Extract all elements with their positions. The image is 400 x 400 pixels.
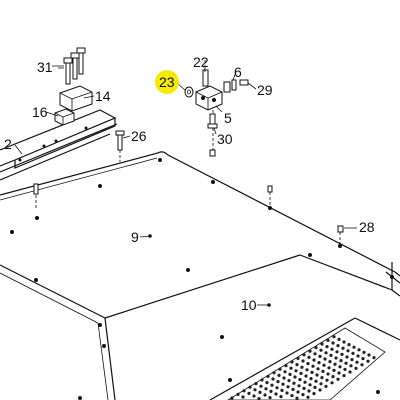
highlight-marker xyxy=(155,70,179,94)
clamp-block-5 xyxy=(195,85,223,111)
callout-6: 6 xyxy=(234,64,242,80)
pin-6 xyxy=(223,79,237,93)
callout-labels: 2 5 6 9 10 14 16 22 23 26 28 29 30 31 xyxy=(4,54,375,313)
callout-29: 29 xyxy=(257,82,273,98)
callout-23: 23 xyxy=(159,74,175,90)
callout-5: 5 xyxy=(224,110,232,126)
callout-2: 2 xyxy=(4,136,12,152)
callout-31: 31 xyxy=(37,59,53,75)
callout-22: 22 xyxy=(193,54,209,70)
callout-14: 14 xyxy=(95,88,111,104)
bracket-block-14 xyxy=(58,47,93,112)
washer-23 xyxy=(184,86,194,98)
bolt-30 xyxy=(207,113,218,129)
spacer-16 xyxy=(54,108,75,126)
callout-10: 10 xyxy=(241,297,257,313)
callout-28: 28 xyxy=(359,219,375,235)
callout-30: 30 xyxy=(217,131,233,147)
callout-26: 26 xyxy=(131,128,147,144)
set-screw-29 xyxy=(239,79,249,86)
assembly-guide-lines xyxy=(35,60,341,245)
callout-16: 16 xyxy=(32,104,48,120)
bolt-26 xyxy=(115,130,125,151)
panel-screws xyxy=(33,149,344,233)
main-panel xyxy=(0,151,400,400)
callout-9: 9 xyxy=(131,229,139,245)
leader-lines xyxy=(14,65,357,307)
perforated-mesh-area xyxy=(227,327,386,400)
screw-22 xyxy=(202,69,209,87)
panel-rivets xyxy=(10,158,394,400)
